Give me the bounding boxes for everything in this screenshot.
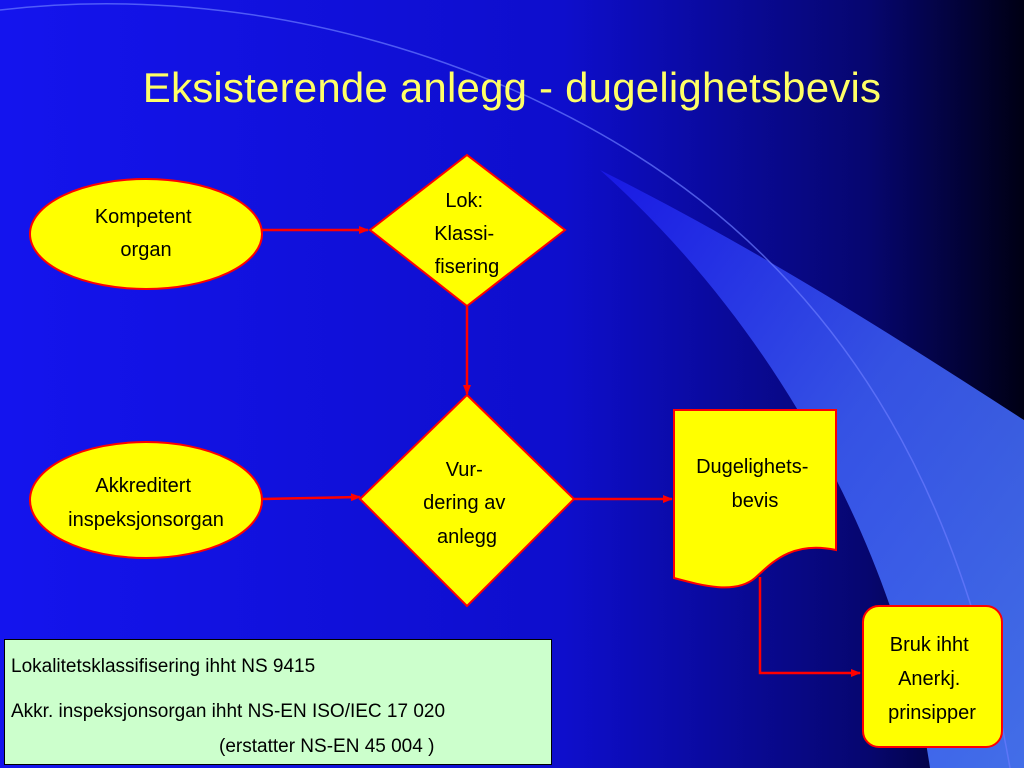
node-kompetent-organ: Kompetent organ — [29, 178, 263, 290]
arrow-akkreditert-to-vurdering — [261, 493, 361, 502]
svg-text:Lok: Klassi- fiser: Lok: Klassi- fisering — [434, 190, 500, 278]
arrow-dugelighetsbevis-to-bruk — [758, 577, 861, 677]
node-klassifisering: Lok: Klassi- fisering — [368, 153, 567, 308]
slide-title: Eksisterende anlegg - dugelighetsbevis — [142, 64, 882, 111]
info-line-lokalitetsklassifisering: Lokalitetsklassifisering ihht NS 9415 — [11, 656, 316, 677]
svg-text:Akkreditert inspeksjonso: Akkreditert inspeksjonsorgan — [68, 475, 224, 531]
svg-text:Kompetent organ: Kompetent organ — [95, 206, 197, 261]
info-line-akkreditering: Akkr. inspeksjonsorgan ihht NS-EN ISO/IE… — [11, 701, 446, 722]
node-akkreditert-inspeksjonsorgan: Akkreditert inspeksjonsorgan — [29, 441, 263, 559]
svg-text:Dugelighets- bevis: Dugelighets- bevis — [696, 456, 814, 512]
node-bruk-ihht-prinsipper: Bruk ihht Anerkj. prinsipper — [862, 605, 1003, 748]
node-vurdering-av-anlegg: Vur- dering av anlegg — [358, 393, 576, 608]
svg-text:Vur- dering av anl: Vur- dering av anlegg — [423, 459, 511, 548]
svg-text:Bruk ihht Anerkj.: Bruk ihht Anerkj. prinsipper — [888, 634, 976, 724]
standards-info-box: Lokalitetsklassifisering ihht NS 9415 Ak… — [4, 639, 552, 765]
info-line-erstatter: (erstatter NS-EN 45 004 ) — [219, 736, 435, 757]
node-dugelighetsbevis-document: Dugelighets- bevis — [673, 409, 837, 589]
